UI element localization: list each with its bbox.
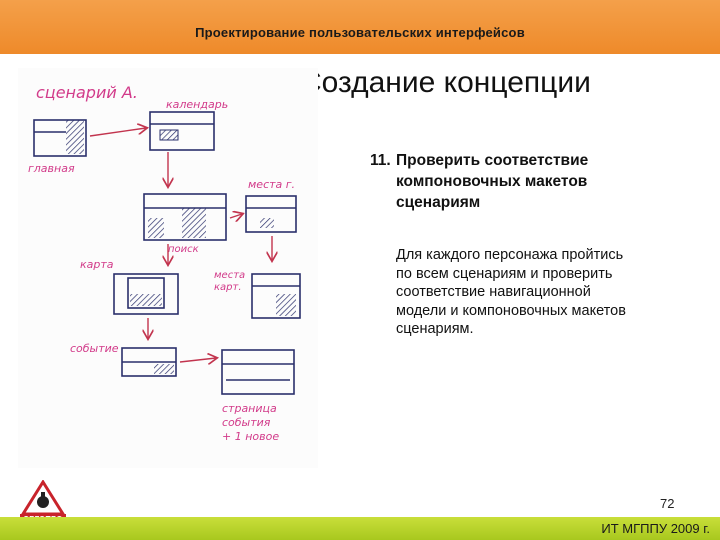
footer-text: ИТ МГППУ 2009 г. bbox=[601, 521, 710, 536]
calendar-screen bbox=[149, 111, 215, 151]
navigation-sketch: сценарий А. главная календарь поиск мест… bbox=[18, 68, 318, 468]
label-places-map-1: места bbox=[214, 270, 245, 281]
header-title: Проектирование пользовательских интерфей… bbox=[195, 24, 525, 40]
body-line: сценариям. bbox=[396, 321, 474, 337]
arrow-event-page bbox=[179, 358, 216, 362]
point-number: 11. bbox=[370, 152, 391, 169]
label-search: поиск bbox=[168, 244, 199, 255]
label-scenario: сценарий А. bbox=[36, 83, 138, 102]
label-map: карта bbox=[80, 258, 114, 271]
places-screen bbox=[245, 195, 297, 233]
label-event-page-2: события bbox=[222, 416, 271, 429]
arrow-search-places bbox=[229, 214, 242, 218]
point-title: 11. Проверить соответствие компоновочных … bbox=[370, 150, 690, 213]
main-screen bbox=[33, 119, 87, 157]
label-event: событие bbox=[70, 342, 119, 355]
body-line: по всем сценариям и проверить bbox=[396, 265, 613, 282]
point-line-1: Проверить соответствие bbox=[396, 152, 589, 169]
body-line: Для каждого персонажа пройтись bbox=[396, 247, 624, 263]
slide-title: Создание концепции bbox=[300, 66, 591, 99]
map-screen bbox=[113, 273, 179, 315]
slide-header: Проектирование пользовательских интерфей… bbox=[0, 0, 720, 54]
event-page-screen bbox=[221, 349, 295, 395]
places-map-screen bbox=[251, 273, 301, 319]
label-places-map-2: карт. bbox=[214, 282, 242, 293]
body-line: соответствие навигационной bbox=[396, 284, 591, 300]
sketch-drawing: сценарий А. главная календарь поиск мест… bbox=[28, 83, 301, 443]
arrow-main-calendar bbox=[89, 128, 146, 137]
point-line-3: сценариям bbox=[396, 194, 481, 211]
event-screen bbox=[121, 347, 177, 377]
warning-triangle-icon bbox=[20, 479, 66, 516]
footer-bar bbox=[0, 517, 720, 540]
point-body: Для каждого персонажа пройтись по всем с… bbox=[396, 246, 696, 339]
label-places: места г. bbox=[248, 178, 295, 191]
point-line-2: компоновочных макетов bbox=[396, 173, 588, 190]
label-main: главная bbox=[28, 162, 75, 175]
page-number: 72 bbox=[660, 496, 675, 511]
label-event-page-1: страница bbox=[222, 402, 277, 415]
search-screen bbox=[143, 193, 227, 241]
body-line: модели и компоновочных макетов bbox=[396, 302, 626, 319]
label-calendar: календарь bbox=[166, 98, 228, 111]
label-event-page-3: + 1 новое bbox=[222, 430, 279, 443]
